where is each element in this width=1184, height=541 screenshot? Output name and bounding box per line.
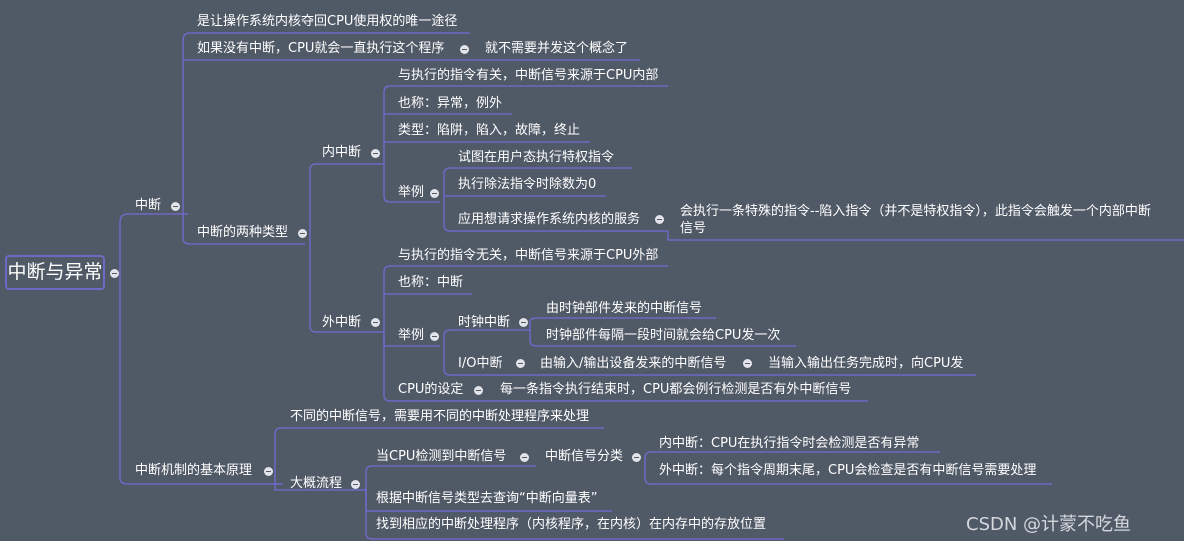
watermark: CSDN @计蒙不吃鱼 bbox=[966, 514, 1132, 535]
collapse-toggle-icon[interactable] bbox=[430, 332, 439, 341]
collapse-toggle-icon[interactable] bbox=[520, 453, 529, 462]
topic-clock-interrupt[interactable]: 时钟中断 bbox=[458, 315, 511, 330]
collapse-toggle-icon[interactable] bbox=[110, 269, 119, 278]
collapse-toggle-icon[interactable] bbox=[264, 467, 273, 476]
topic-cpu-setting[interactable]: CPU的设定 bbox=[398, 382, 464, 397]
topic-io-a[interactable]: 由输入/输出设备发来的中断信号 bbox=[540, 356, 727, 371]
topic-mechanism[interactable]: 中断机制的基本原理 bbox=[135, 463, 253, 478]
topic-internal-alias[interactable]: 也称：异常，例外 bbox=[398, 96, 503, 111]
topic-no-interrupt[interactable]: 如果没有中断，CPU就会一直执行这个程序 bbox=[197, 41, 445, 56]
topic-flow[interactable]: 大概流程 bbox=[290, 476, 343, 491]
topic-internal-interrupt[interactable]: 内中断 bbox=[322, 145, 362, 160]
topic-internal-examples[interactable]: 举例 bbox=[398, 185, 425, 200]
root-topic[interactable]: 中断与异常 bbox=[5, 255, 105, 290]
collapse-toggle-icon[interactable] bbox=[516, 359, 525, 368]
topic-internal-ex2[interactable]: 执行除法指令时除数为0 bbox=[458, 177, 597, 192]
topic-signal-classify[interactable]: 中断信号分类 bbox=[545, 449, 624, 464]
topic-internal-ex3-detail-cont: 信号 bbox=[680, 221, 707, 236]
collapse-toggle-icon[interactable] bbox=[519, 318, 528, 327]
topic-flow-step2[interactable]: 根据中断信号类型去查询“中断向量表” bbox=[376, 491, 598, 506]
topic-internal-ex3[interactable]: 应用想请求操作系统内核的服务 bbox=[458, 212, 641, 227]
topic-external-alias[interactable]: 也称：中断 bbox=[398, 275, 464, 290]
topic-classify-external[interactable]: 外中断：每个指令周期末尾，CPU会检查是否有中断信号需要处理 bbox=[659, 463, 1037, 478]
topic-flow-step1[interactable]: 当CPU检测到中断信号 bbox=[376, 449, 507, 464]
topic-no-concurrency[interactable]: 就不需要并发这个概念了 bbox=[485, 41, 629, 56]
collapse-toggle-icon[interactable] bbox=[371, 149, 380, 158]
topic-classify-internal[interactable]: 内中断：CPU在执行指令时会检测是否有异常 bbox=[659, 436, 920, 451]
collapse-toggle-icon[interactable] bbox=[460, 45, 469, 54]
topic-internal-related[interactable]: 与执行的指令有关，中断信号来源于CPU内部 bbox=[398, 68, 659, 83]
collapse-toggle-icon[interactable] bbox=[743, 359, 752, 368]
topic-cpu-setting-detail[interactable]: 每一条指令执行结束时，CPU都会例行检测是否有外中断信号 bbox=[500, 382, 852, 397]
topic-internal-kinds[interactable]: 类型：陷阱，陷入，故障，终止 bbox=[398, 123, 581, 138]
topic-io-b[interactable]: 当输入输出任务完成时，向CPU发 bbox=[768, 356, 964, 371]
topic-clock-a[interactable]: 由时钟部件发来的中断信号 bbox=[546, 301, 703, 316]
topic-interrupt-definition[interactable]: 是让操作系统内核夺回CPU使用权的唯一途径 bbox=[197, 14, 458, 29]
topic-external-related[interactable]: 与执行的指令无关，中断信号来源于CPU外部 bbox=[398, 248, 659, 263]
collapse-toggle-icon[interactable] bbox=[430, 189, 439, 198]
collapse-toggle-icon[interactable] bbox=[655, 215, 664, 224]
topic-external-interrupt[interactable]: 外中断 bbox=[322, 315, 362, 330]
collapse-toggle-icon[interactable] bbox=[632, 453, 641, 462]
topic-external-examples[interactable]: 举例 bbox=[398, 328, 425, 343]
topic-interrupt[interactable]: 中断 bbox=[135, 198, 162, 213]
collapse-toggle-icon[interactable] bbox=[371, 318, 380, 327]
topic-flow-step3[interactable]: 找到相应的中断处理程序（内核程序，在内核）在内存中的存放位置 bbox=[376, 517, 767, 532]
topic-io-interrupt[interactable]: I/O中断 bbox=[458, 356, 503, 371]
topic-internal-ex3-detail[interactable]: 会执行一条特殊的指令--陷入指令（并不是特权指令），此指令会触发一个内部中断 bbox=[680, 204, 1151, 219]
collapse-toggle-icon[interactable] bbox=[298, 229, 307, 238]
topic-internal-ex1[interactable]: 试图在用户态执行特权指令 bbox=[458, 150, 615, 165]
collapse-toggle-icon[interactable] bbox=[474, 386, 483, 395]
topic-clock-b[interactable]: 时钟部件每隔一段时间就会给CPU发一次 bbox=[546, 328, 781, 343]
topic-two-types[interactable]: 中断的两种类型 bbox=[197, 225, 289, 240]
topic-different-handlers[interactable]: 不同的中断信号，需要用不同的中断处理程序来处理 bbox=[290, 409, 590, 424]
collapse-toggle-icon[interactable] bbox=[171, 202, 180, 211]
collapse-toggle-icon[interactable] bbox=[351, 480, 360, 489]
